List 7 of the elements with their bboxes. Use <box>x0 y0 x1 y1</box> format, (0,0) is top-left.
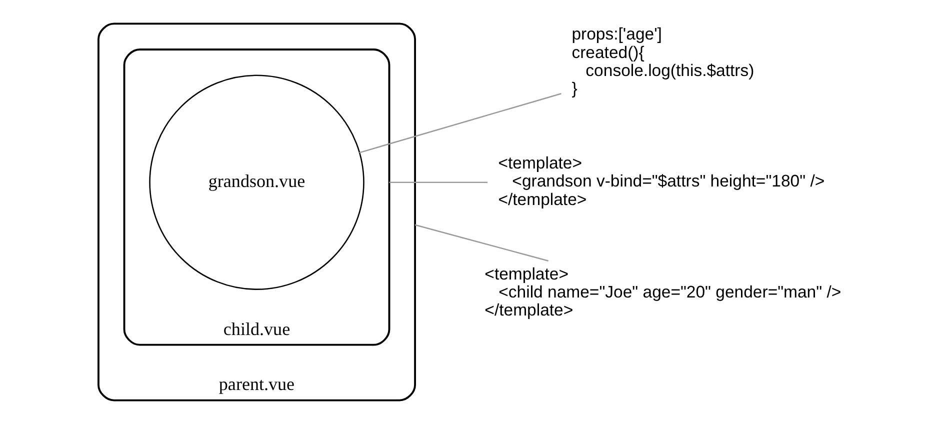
connector <box>388 182 488 183</box>
connector <box>358 92 561 154</box>
node-text: <template> <child name="Joe" age="20" gender="man" /> </template> <box>484 264 841 320</box>
node-text: props:['age'] created(){ console.log(this.$attrs) } <box>571 24 754 98</box>
node-text: <template> <grandson v-bind="$attrs" height="180" /> </template> <box>498 154 824 209</box>
node-circle: grandson.vue <box>148 74 364 290</box>
connector <box>414 224 548 262</box>
